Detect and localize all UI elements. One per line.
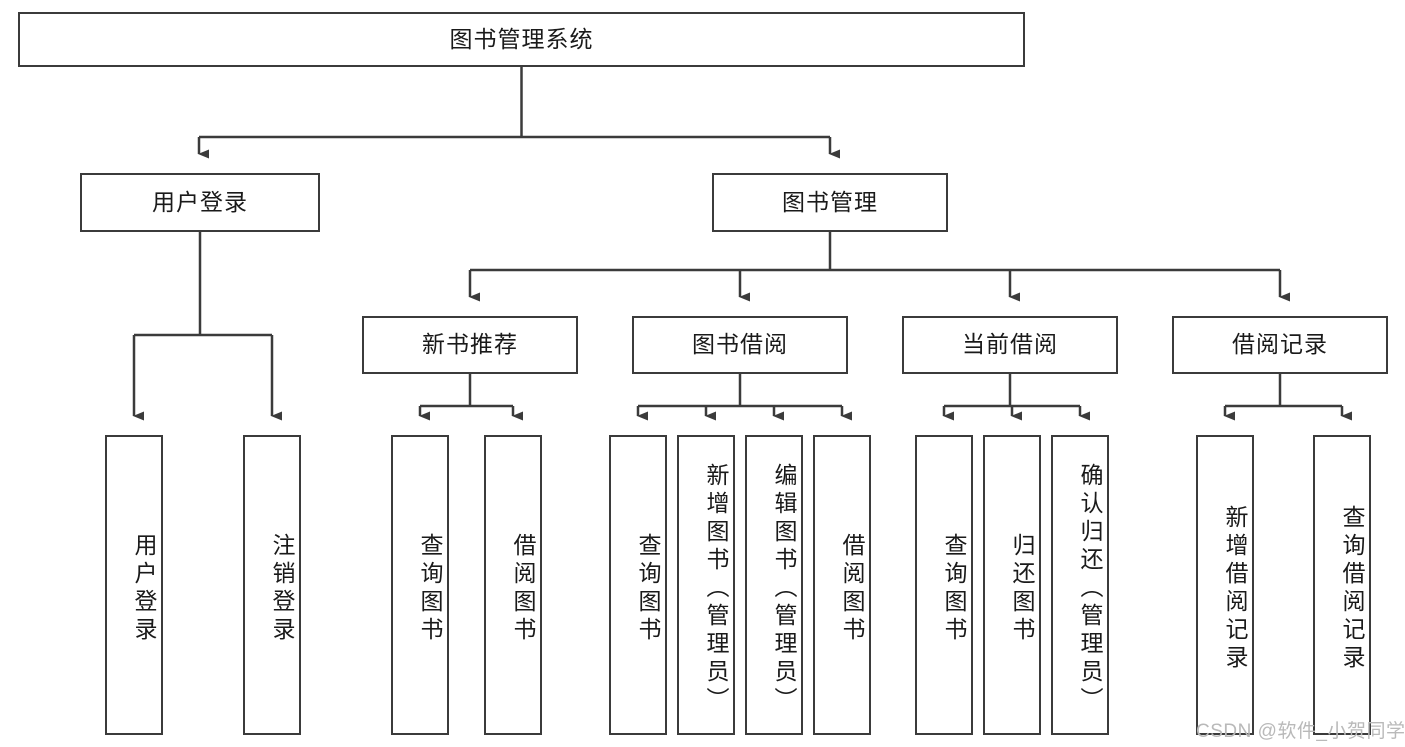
node-add-borrow-record-label: 新增借阅记录 — [1222, 505, 1248, 673]
node-current-borrow-label: 当前借阅 — [962, 331, 1058, 358]
node-root[interactable]: 图书管理系统 — [18, 12, 1025, 67]
node-user-login-action-label: 用户登录 — [131, 533, 157, 645]
node-borrow-record-label: 借阅记录 — [1232, 331, 1328, 358]
node-confirm-return-admin-label: 确认归还（管理员） — [1077, 463, 1103, 715]
node-new-book-recommend-label: 新书推荐 — [422, 331, 518, 358]
node-add-borrow-record[interactable]: 新增借阅记录 — [1196, 435, 1254, 735]
node-user-logout-action-label: 注销登录 — [269, 533, 295, 645]
node-query-book-2[interactable]: 查询图书 — [609, 435, 667, 735]
node-user-login-action[interactable]: 用户登录 — [105, 435, 163, 735]
node-borrow-book-1[interactable]: 借阅图书 — [484, 435, 542, 735]
node-query-book-1[interactable]: 查询图书 — [391, 435, 449, 735]
node-root-label: 图书管理系统 — [449, 25, 594, 52]
node-query-borrow-record[interactable]: 查询借阅记录 — [1313, 435, 1371, 735]
node-edit-book-admin[interactable]: 编辑图书（管理员） — [745, 435, 803, 735]
node-add-book-admin-label: 新增图书（管理员） — [703, 463, 729, 715]
node-edit-book-admin-label: 编辑图书（管理员） — [771, 463, 797, 715]
node-query-borrow-record-label: 查询借阅记录 — [1339, 505, 1365, 673]
node-query-book-2-label: 查询图书 — [635, 533, 661, 645]
node-borrow-book-1-label: 借阅图书 — [510, 533, 536, 645]
node-return-book-label: 归还图书 — [1009, 533, 1035, 645]
node-book-management[interactable]: 图书管理 — [712, 173, 948, 232]
node-return-book[interactable]: 归还图书 — [983, 435, 1041, 735]
node-query-book-1-label: 查询图书 — [417, 533, 443, 645]
node-borrow-record[interactable]: 借阅记录 — [1172, 316, 1388, 374]
node-book-management-label: 图书管理 — [782, 188, 878, 215]
node-add-book-admin[interactable]: 新增图书（管理员） — [677, 435, 735, 735]
node-user-login[interactable]: 用户登录 — [80, 173, 320, 232]
csdn-watermark: CSDN @软件_小贺同学 — [1196, 721, 1405, 742]
node-user-login-label: 用户登录 — [152, 188, 248, 215]
node-query-book-3-label: 查询图书 — [941, 533, 967, 645]
node-new-book-recommend[interactable]: 新书推荐 — [362, 316, 578, 374]
node-borrow-book-2-label: 借阅图书 — [839, 533, 865, 645]
node-user-logout-action[interactable]: 注销登录 — [243, 435, 301, 735]
node-query-book-3[interactable]: 查询图书 — [915, 435, 973, 735]
node-borrow-book-2[interactable]: 借阅图书 — [813, 435, 871, 735]
node-book-borrow[interactable]: 图书借阅 — [632, 316, 848, 374]
node-current-borrow[interactable]: 当前借阅 — [902, 316, 1118, 374]
node-book-borrow-label: 图书借阅 — [692, 331, 788, 358]
node-confirm-return-admin[interactable]: 确认归还（管理员） — [1051, 435, 1109, 735]
